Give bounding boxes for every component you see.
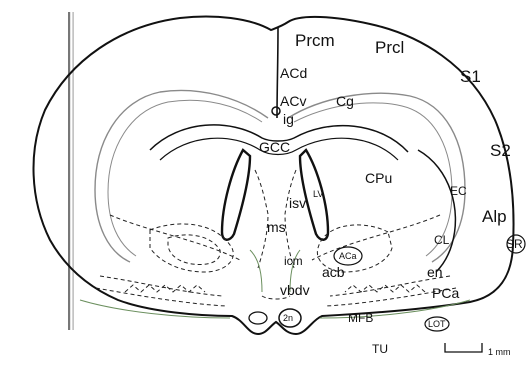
label-vbdv: vbdv xyxy=(280,282,310,298)
label-ig: ig xyxy=(283,111,294,127)
cortex-boundary-left-inner xyxy=(108,100,262,256)
label-cl: CL xyxy=(434,233,450,247)
basal-faint-lines xyxy=(80,250,470,318)
label-en: en xyxy=(427,264,443,280)
small-ellipse-left xyxy=(249,312,267,324)
label-lot: LOT xyxy=(428,319,446,329)
label-acv: ACv xyxy=(280,93,306,109)
midline-fissure xyxy=(277,28,278,118)
label-2n: 2n xyxy=(283,313,293,323)
label-alp: Alp xyxy=(482,207,507,226)
label-pca: PCa xyxy=(432,285,459,301)
label-gcc: GCC xyxy=(259,139,290,155)
label-prcl: Prcl xyxy=(375,38,404,57)
label-mfb: MFB xyxy=(348,311,373,325)
label-isv: isv xyxy=(289,195,306,211)
label-icm: icm xyxy=(284,254,303,268)
label-s1: S1 xyxy=(460,67,481,86)
scale-bar-label: 1 mm xyxy=(488,347,511,357)
label-acd: ACd xyxy=(280,65,307,81)
reference-bar-left-thin xyxy=(73,12,74,330)
lateral-ventricle-left xyxy=(222,150,250,240)
label-ec: EC xyxy=(450,184,467,198)
reference-bar-left xyxy=(68,12,70,330)
label-cpu: CPu xyxy=(365,170,392,186)
cortex-boundary-left xyxy=(95,90,268,262)
label-prcm: Prcm xyxy=(295,31,335,50)
scale-bar xyxy=(445,343,482,352)
label-ms: ms xyxy=(267,219,286,235)
label-lv: LV xyxy=(313,189,323,199)
indusium-griseum-marker xyxy=(272,107,280,115)
label-sr: SR xyxy=(506,237,523,251)
label-acb: acb xyxy=(322,264,345,280)
label-s2: S2 xyxy=(490,141,511,160)
label-aca: ACa xyxy=(339,251,357,261)
label-cg: Cg xyxy=(336,93,354,109)
dashed-region-lines xyxy=(96,170,456,306)
label-tu: TU xyxy=(372,342,388,356)
